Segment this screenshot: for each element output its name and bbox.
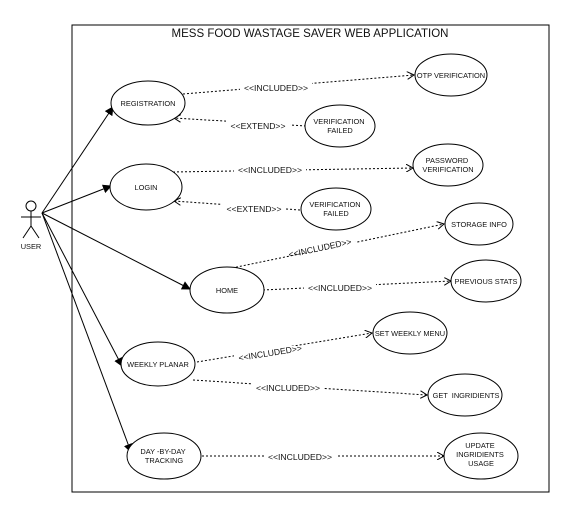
- actor-user: [21, 200, 41, 239]
- use-case-label-previous-stats: PREVIOUS STATS: [455, 277, 518, 286]
- use-case-label-otp-verification: OTP VERIFICATION: [417, 71, 485, 80]
- rel-label-vf2-login: <<EXTEND>>: [227, 204, 282, 214]
- use-case-otp-verification: [414, 53, 488, 97]
- use-case-label-password-verification: PASSWORD VERIFICATION: [422, 156, 473, 174]
- use-case-previous-stats: [450, 259, 522, 303]
- assoc-home: [41, 212, 191, 290]
- use-case-label-set-weekly-menu: SET WEEKLY MENU: [375, 329, 445, 338]
- rel-label-weekly-ingridients: <<INCLUDED>>: [256, 383, 320, 393]
- label-line: INGRIDIENTS: [456, 450, 504, 459]
- use-case-label-weekly-planar: WEEKLY PLANAR: [127, 360, 189, 369]
- use-case-label-storage-info: STORAGE INFO: [451, 220, 507, 229]
- use-case-day-by-day-tracking: [126, 432, 202, 480]
- label-line: USAGE: [468, 459, 494, 468]
- use-case-set-weekly-menu: [372, 311, 448, 355]
- use-case-password-verification: [412, 143, 484, 187]
- label-line: VERIFICATION: [309, 200, 360, 209]
- use-case-storage-info: [444, 202, 514, 246]
- label-line: UPDATE: [465, 441, 494, 450]
- use-case-label-verification-failed-2: VERIFICATION FAILED: [309, 200, 362, 218]
- use-case-get-ingridients: [427, 373, 503, 417]
- use-case-label-get-ingridients: GET INGRIDIENTS: [433, 391, 500, 400]
- diagram-title: MESS FOOD WASTAGE SAVER WEB APPLICATION: [172, 28, 449, 40]
- use-case-label-day-by-day-tracking: DAY -BY-DAY TRACKING: [140, 447, 187, 465]
- label-line: VERIFICATION: [313, 117, 364, 126]
- use-case-update-ingridients-usage: [443, 432, 519, 480]
- actor-label: USER: [21, 242, 42, 251]
- assoc-weekly-planar: [41, 212, 123, 367]
- rel-line-home-stats: [262, 281, 451, 291]
- use-case-weekly-planar: [120, 341, 196, 387]
- rel-label-vf1-registration: <<EXTEND>>: [231, 121, 286, 131]
- assoc-day-by-day: [41, 212, 133, 453]
- use-case-label-home: HOME: [216, 286, 238, 295]
- use-case-label-registration: REGISTRATION: [121, 99, 176, 108]
- label-line: FAILED: [323, 209, 348, 218]
- rel-label-home-stats: <<INCLUDED>>: [308, 283, 372, 293]
- system-boundary: [71, 24, 550, 493]
- use-case-label-verification-failed-1: VERIFICATION FAILED: [313, 117, 366, 135]
- use-case-home: [189, 266, 265, 314]
- label-line: TRACKING: [145, 456, 183, 465]
- use-case-label-update-ingridients-usage: UPDATE INGRIDIENTS USAGE: [456, 441, 506, 468]
- label-line: FAILED: [327, 126, 352, 135]
- use-case-registration: [110, 80, 186, 126]
- label-line: PASSWORD: [426, 156, 469, 165]
- label-line: VERIFICATION: [422, 165, 473, 174]
- use-case-label-login: LOGIN: [135, 183, 158, 192]
- rel-label-day-update: <<INCLUDED>>: [268, 452, 332, 462]
- rel-line-registration-otp: [182, 75, 414, 95]
- rel-label-home-storage: <<INCLUDED>>: [288, 236, 353, 259]
- label-line: DAY -BY-DAY: [140, 447, 185, 456]
- use-case-login: [109, 163, 183, 211]
- rel-label-login-password: <<INCLUDED>>: [238, 165, 302, 175]
- assoc-registration: [41, 106, 114, 214]
- use-case-verification-failed-2: [300, 187, 372, 231]
- use-case-verification-failed-1: [304, 104, 376, 148]
- rel-label-registration-otp: <<INCLUDED>>: [244, 83, 308, 93]
- assoc-login: [41, 184, 112, 214]
